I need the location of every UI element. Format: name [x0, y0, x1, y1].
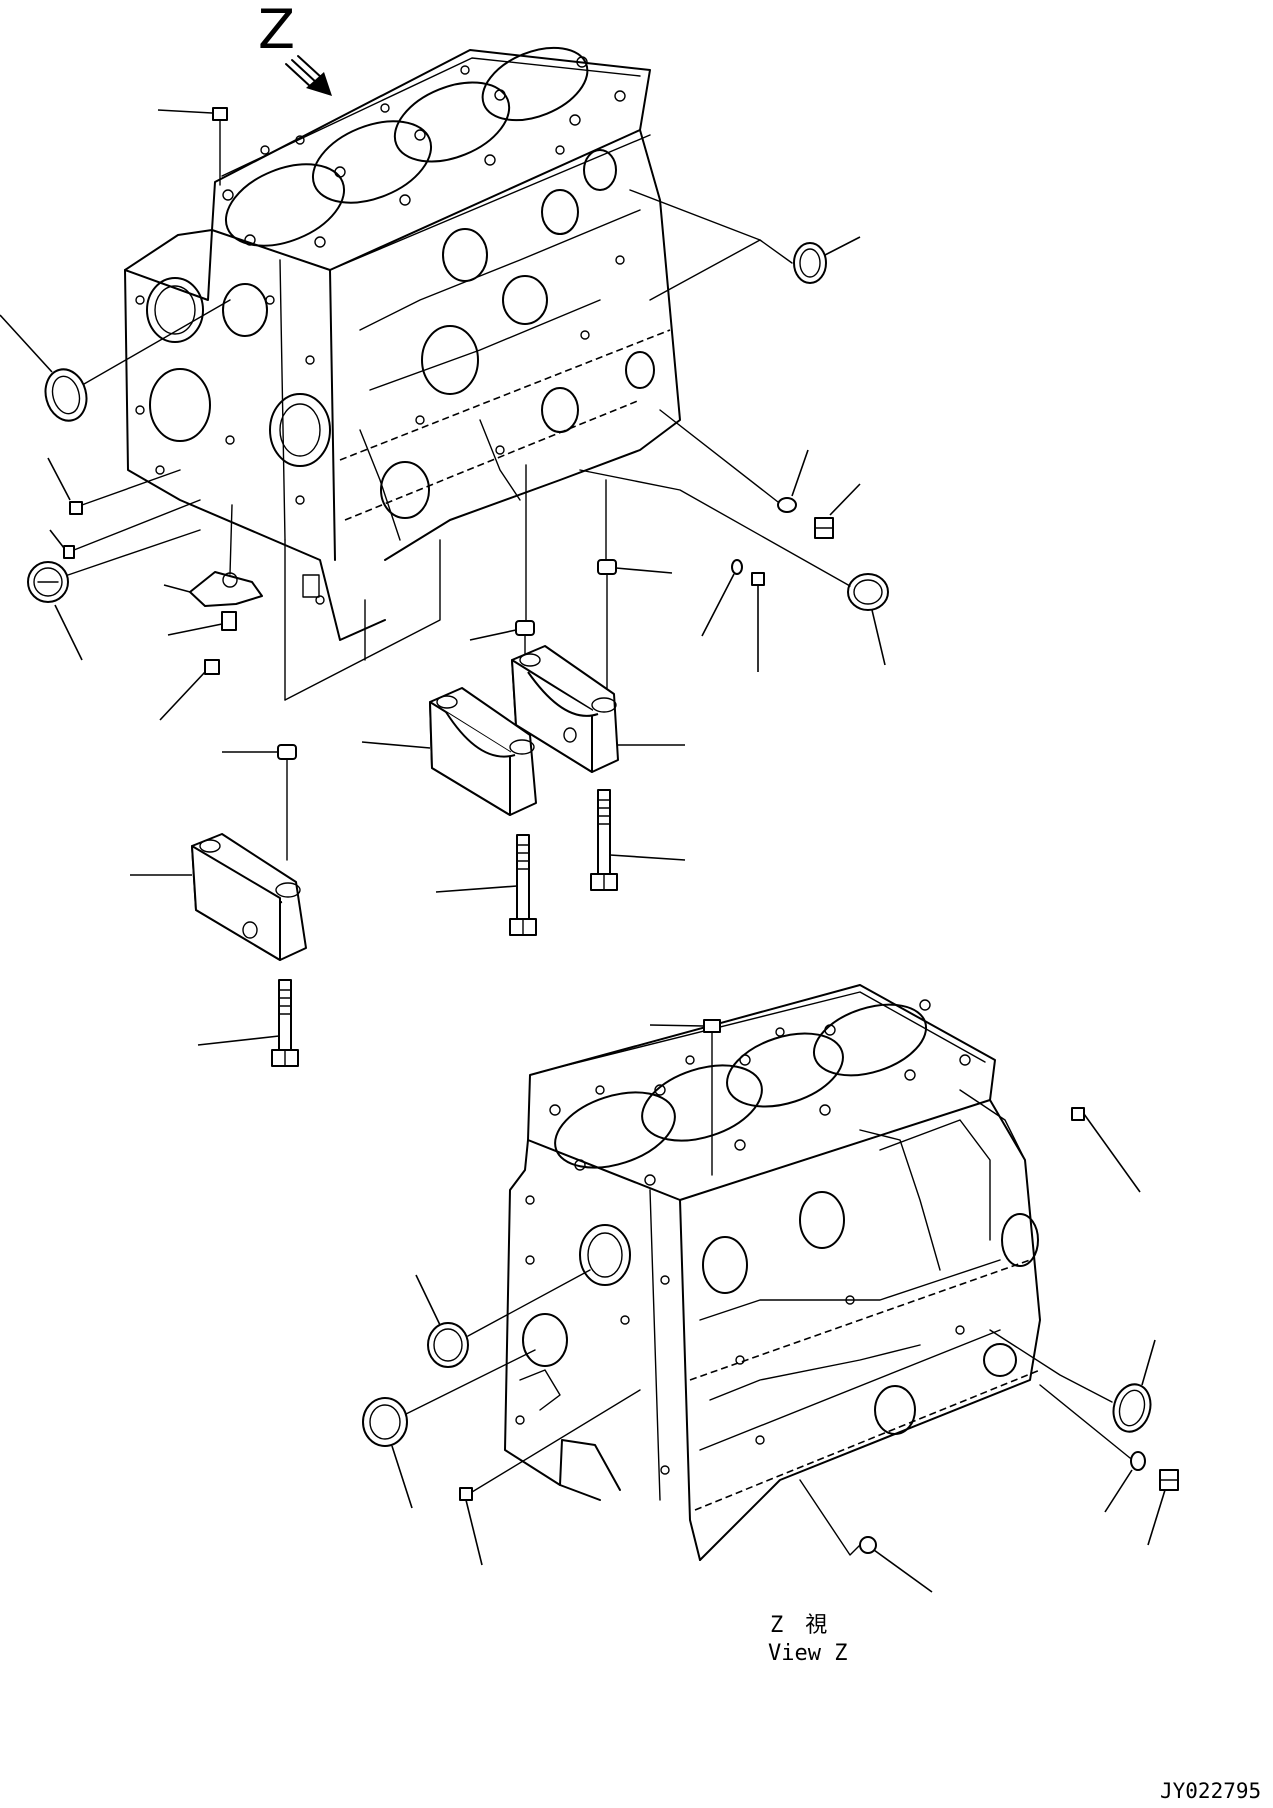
deck-bolt-holes: [222, 56, 626, 248]
expansion-plug-front-lower: [415, 1269, 591, 1368]
o-ring-lower: [1039, 1384, 1146, 1513]
main-bearing-cap-rear: [511, 645, 685, 773]
expansion-plug-side-lower: [989, 1329, 1156, 1433]
main-bearing-bolt-1: [197, 979, 299, 1067]
main-bearing-bolt-2: [435, 834, 537, 936]
main-bearing-bolt-3: [590, 789, 686, 891]
dowel-front-upper: [49, 499, 201, 559]
cap-plug-side-upper: [579, 469, 889, 666]
plug-top-lower: [649, 1019, 721, 1176]
main-bearing-cap-center: [361, 687, 537, 816]
view-caption-en: View Z: [768, 1641, 847, 1666]
expansion-plug-side-upper: [629, 189, 861, 301]
cylinder-block-view-z: [504, 984, 1041, 1561]
cap-plug-front-upper: [27, 529, 201, 661]
view-direction-arrow: [285, 55, 332, 96]
plug-top-upper: [157, 107, 228, 186]
cylinder-block-upper: [124, 46, 681, 641]
dowel-cap-3: [597, 559, 673, 696]
plug-front-left-upper: [47, 457, 181, 515]
drain-plug-lower: [1147, 1469, 1179, 1546]
deck-bolt-holes-lower: [549, 999, 971, 1186]
plug-side-top-lower: [1071, 1107, 1141, 1193]
main-bearing-cap-front: [130, 833, 307, 961]
plug-small-upper: [159, 659, 220, 721]
cap-plug-front-lower: [362, 1349, 536, 1509]
drain-plug-upper: [814, 483, 861, 539]
plug-side-small-upper: [751, 572, 765, 672]
expansion-plug-front-upper: [0, 299, 231, 422]
plug-bottom-lower: [799, 1479, 933, 1593]
view-caption-jp: Z 視: [770, 1613, 827, 1638]
view-letter-z: Z: [258, 0, 295, 61]
bracket-upper: [163, 504, 263, 607]
plug-front-lower-small: [459, 1389, 641, 1566]
o-ring-upper: [659, 409, 809, 513]
drawing-number: JY022795: [1160, 1779, 1261, 1803]
dowel-cap-1: [222, 744, 297, 861]
bolt-bracket-upper: [167, 611, 237, 636]
dowel-pin-upper: [701, 559, 743, 637]
